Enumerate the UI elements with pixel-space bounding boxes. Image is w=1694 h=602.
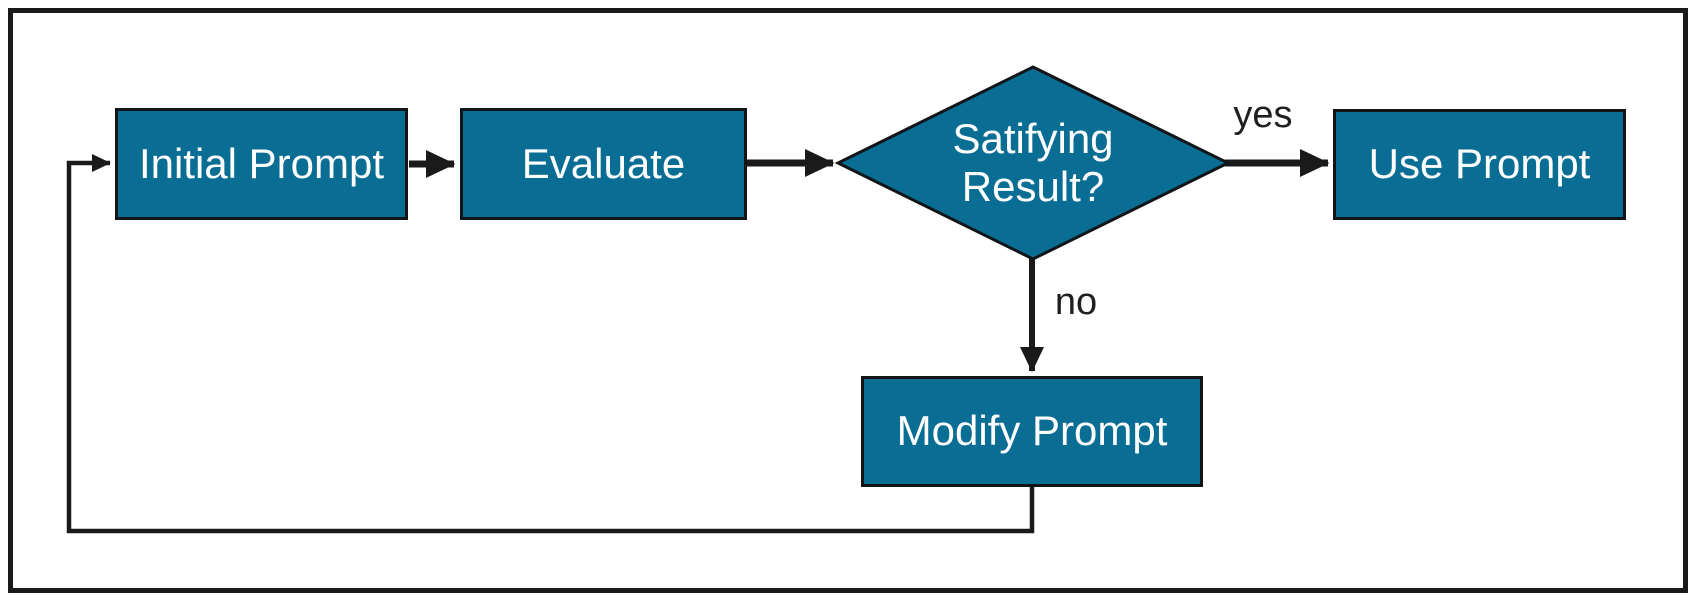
node-evaluate-label: Evaluate: [521, 139, 686, 187]
node-modify-prompt: Modify Prompt: [861, 376, 1203, 487]
node-decision-label: Satifying Result?: [952, 114, 1114, 210]
node-evaluate: Evaluate: [460, 108, 747, 220]
edge-label-no: no: [1054, 281, 1098, 323]
node-use-prompt: Use Prompt: [1333, 109, 1626, 220]
node-modify-prompt-label: Modify Prompt: [896, 407, 1168, 455]
node-use-prompt-label: Use Prompt: [1368, 140, 1591, 188]
decision-diamond-shape: [834, 65, 1232, 261]
edge-label-yes: yes: [1233, 94, 1293, 136]
node-initial-prompt: Initial Prompt: [115, 108, 408, 220]
node-initial-prompt-label: Initial Prompt: [138, 139, 385, 187]
outer-border: [8, 8, 1688, 593]
edge-modify-loop-to-initial: [66, 154, 1035, 534]
